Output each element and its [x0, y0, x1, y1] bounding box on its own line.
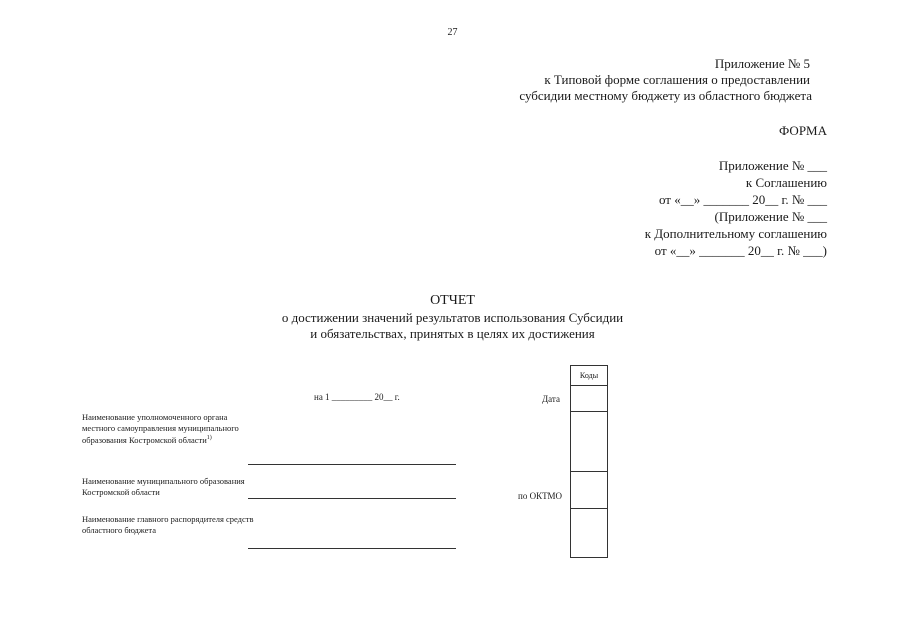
authority-code-cell[interactable] [570, 411, 608, 472]
municipality-label: Наименование муниципального образования … [82, 476, 245, 497]
administrator-label: Наименование главного распорядителя сред… [82, 514, 254, 535]
administrator-code-cell[interactable] [570, 508, 608, 558]
oktmo-code-cell[interactable] [570, 471, 608, 509]
codes-table: Коды [570, 365, 608, 558]
footnote-marker: 1) [206, 435, 212, 441]
authority-label: Наименование уполномоченного органа мест… [82, 412, 239, 445]
appendix-ref-line2: субсидии местному бюджету из областного … [519, 88, 812, 103]
date-code-cell[interactable] [570, 385, 608, 412]
annex-line-6: от «__» _______ 20__ г. № ___) [654, 243, 827, 258]
administrator-field-line[interactable] [248, 548, 456, 549]
report-title: ОТЧЕТ [430, 293, 475, 308]
report-subtitle-2: и обязательствах, принятых в целях их до… [310, 326, 595, 341]
appendix-title: Приложение № 5 [714, 56, 810, 71]
annex-line-3: от «__» _______ 20__ г. № ___ [658, 192, 827, 207]
appendix-ref-line1: к Типовой форме соглашения о предоставле… [544, 72, 810, 87]
municipality-field-line[interactable] [248, 498, 456, 499]
authority-field-line[interactable] [248, 464, 456, 465]
oktmo-label: по ОКТМО [518, 491, 562, 501]
annex-line-1: Приложение № ___ [718, 158, 827, 173]
annex-line-2: к Соглашению [745, 175, 827, 190]
codes-header: Коды [570, 365, 608, 386]
page-number: 27 [447, 27, 458, 38]
form-label: ФОРМА [779, 123, 827, 138]
annex-line-4: (Приложение № ___ [714, 209, 827, 224]
date-label: Дата [542, 394, 560, 404]
report-date-line: на 1 _________ 20__ г. [314, 392, 400, 402]
annex-line-5: к Дополнительному соглашению [644, 226, 827, 241]
report-subtitle-1: о достижении значений результатов исполь… [281, 310, 624, 325]
